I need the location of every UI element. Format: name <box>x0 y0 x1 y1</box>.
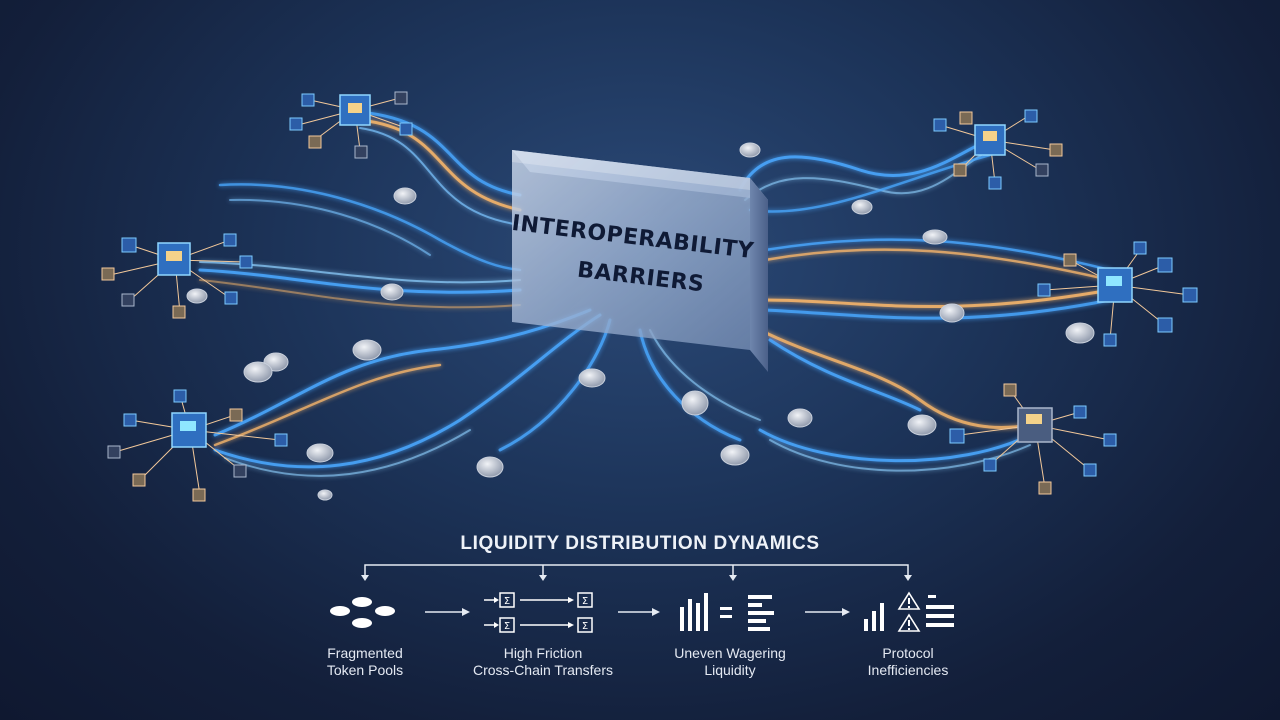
coin <box>739 142 761 158</box>
coin <box>578 368 606 388</box>
svg-text:Σ: Σ <box>582 621 588 632</box>
fragments-icon <box>330 597 395 628</box>
coin <box>720 444 750 466</box>
node-cluster-top-right <box>933 109 1063 190</box>
coin <box>922 229 948 245</box>
coin <box>317 489 333 501</box>
flow-arrows <box>425 608 850 616</box>
coin <box>907 414 937 436</box>
node-cluster-top-left <box>289 91 413 159</box>
svg-text:Σ: Σ <box>504 621 510 632</box>
svg-text:Σ: Σ <box>582 596 588 607</box>
flow-bracket <box>361 564 912 581</box>
node-cluster-left <box>101 233 253 319</box>
transfer-icon: Σ Σ Σ Σ <box>484 592 593 633</box>
interoperability-barrier: INTEROPERABILITY BARRIERS <box>510 150 768 372</box>
node-cluster-right <box>1037 241 1198 347</box>
coin <box>352 339 382 361</box>
panel-title: LIQUIDITY DISTRIBUTION DYNAMICS <box>460 533 820 554</box>
node-cluster-lower-left <box>107 389 288 502</box>
coin <box>476 456 504 478</box>
coin <box>939 303 965 323</box>
coin <box>787 408 813 428</box>
svg-text:Σ: Σ <box>504 596 510 607</box>
bar-chart-icon <box>680 593 774 631</box>
coin <box>306 443 334 463</box>
coin <box>380 283 404 301</box>
liquidity-streams <box>198 110 1112 477</box>
coin <box>243 361 273 383</box>
token-coins <box>186 142 1095 501</box>
coin <box>393 187 417 205</box>
warning-icon <box>864 591 954 632</box>
network-illustration: INTEROPERABILITY BARRIERS <box>101 91 1198 502</box>
coin <box>681 390 709 416</box>
distribution-flow: Σ Σ Σ Σ <box>330 564 954 633</box>
coin <box>1065 322 1095 344</box>
blockchain-node-clusters <box>101 91 1198 502</box>
coin <box>851 199 873 215</box>
coin <box>186 288 208 304</box>
node-cluster-lower-right <box>949 383 1117 495</box>
